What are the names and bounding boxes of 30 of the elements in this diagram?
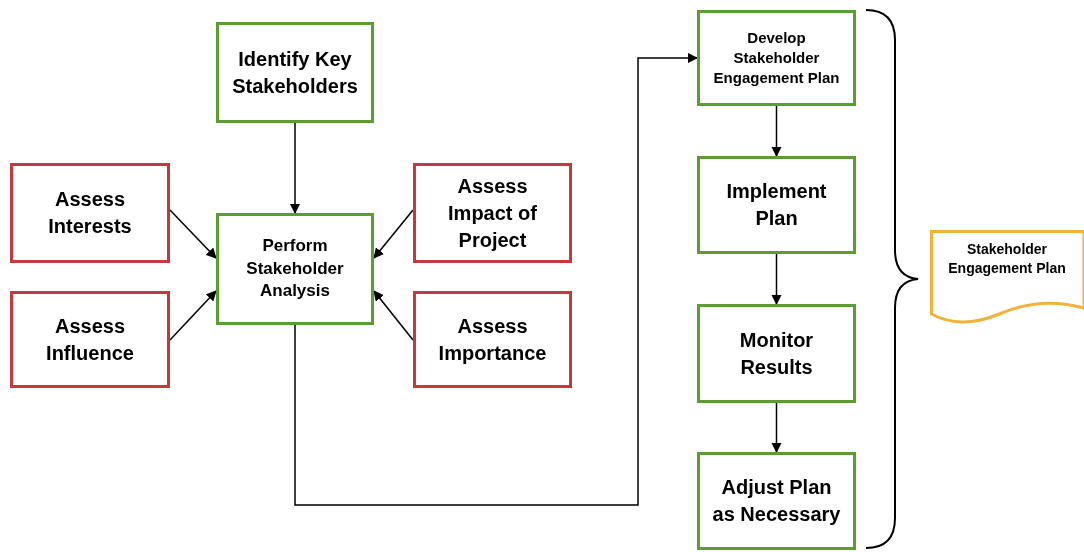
box-label: Develop Stakeholder Engagement Plan xyxy=(712,27,841,89)
process-box xyxy=(697,304,856,403)
process-box xyxy=(413,291,572,388)
process-box xyxy=(10,291,170,388)
process-box xyxy=(697,452,856,550)
box-label: Monitor Results xyxy=(738,327,815,380)
box-label: Assess Impact of Project xyxy=(447,173,538,253)
arrow xyxy=(294,52,699,506)
box-label: Stakeholder Engagement Plan xyxy=(947,240,1067,278)
process-box xyxy=(216,22,374,123)
arrow xyxy=(771,105,782,158)
arrow xyxy=(169,290,217,341)
process-box xyxy=(216,213,374,325)
box-label: Identify Key Stakeholders xyxy=(231,46,359,99)
process-box xyxy=(10,163,170,263)
box-label: Assess Influence xyxy=(45,313,135,366)
arrow xyxy=(771,253,782,306)
box-label: Implement Plan xyxy=(725,179,828,231)
arrow xyxy=(373,290,414,341)
box-label: Assess Interests xyxy=(47,187,133,239)
process-box xyxy=(413,163,572,263)
arrow xyxy=(289,122,301,215)
process-box xyxy=(697,10,856,106)
box-label: Assess Importance xyxy=(437,313,548,366)
box-label: Perform Stakeholder Analysis xyxy=(245,234,345,303)
box-label: Adjust Plan as Necessary xyxy=(711,475,842,527)
arrow xyxy=(771,402,782,454)
process-box xyxy=(697,156,856,254)
arrow xyxy=(169,209,217,259)
arrow xyxy=(373,209,414,259)
